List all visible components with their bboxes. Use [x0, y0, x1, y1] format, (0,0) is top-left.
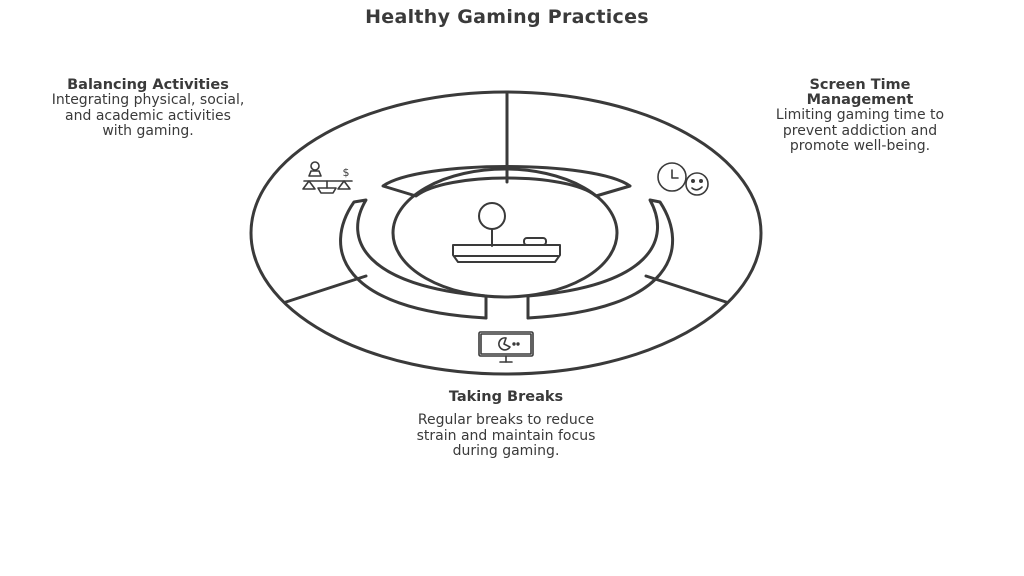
page-title: Healthy Gaming Practices [365, 6, 649, 28]
svg-text:$: $ [343, 166, 350, 179]
balancing-activities-label: Balancing Activities Integrating physica… [50, 78, 246, 140]
taking-breaks-description: Regular breaks to reduce strain and main… [416, 412, 596, 459]
screen-time-label: Screen Time Management Limiting gaming t… [762, 78, 958, 155]
divider-lower-right [644, 274, 728, 304]
taking-breaks-label: Taking Breaks Regular breaks to reduce s… [396, 390, 616, 460]
divider-lower-left [284, 274, 368, 304]
taking-breaks-heading: Taking Breaks [448, 389, 564, 405]
clock-face-icon [657, 162, 709, 196]
balancing-activities-description: Integrating physical, social, and academ… [51, 92, 245, 139]
joystick-icon [452, 202, 561, 263]
middle-arc-left [339, 198, 488, 320]
monitor-pause-icon [478, 331, 534, 363]
balancing-activities-heading: Balancing Activities [67, 77, 229, 93]
inner-circle [391, 167, 619, 299]
screen-time-heading: Screen Time Management [806, 77, 914, 108]
middle-arc-top [381, 165, 632, 198]
middle-arc-right [526, 198, 674, 320]
balance-scale-icon: $ [302, 161, 353, 194]
screen-time-description: Limiting gaming time to prevent addictio… [775, 107, 945, 154]
